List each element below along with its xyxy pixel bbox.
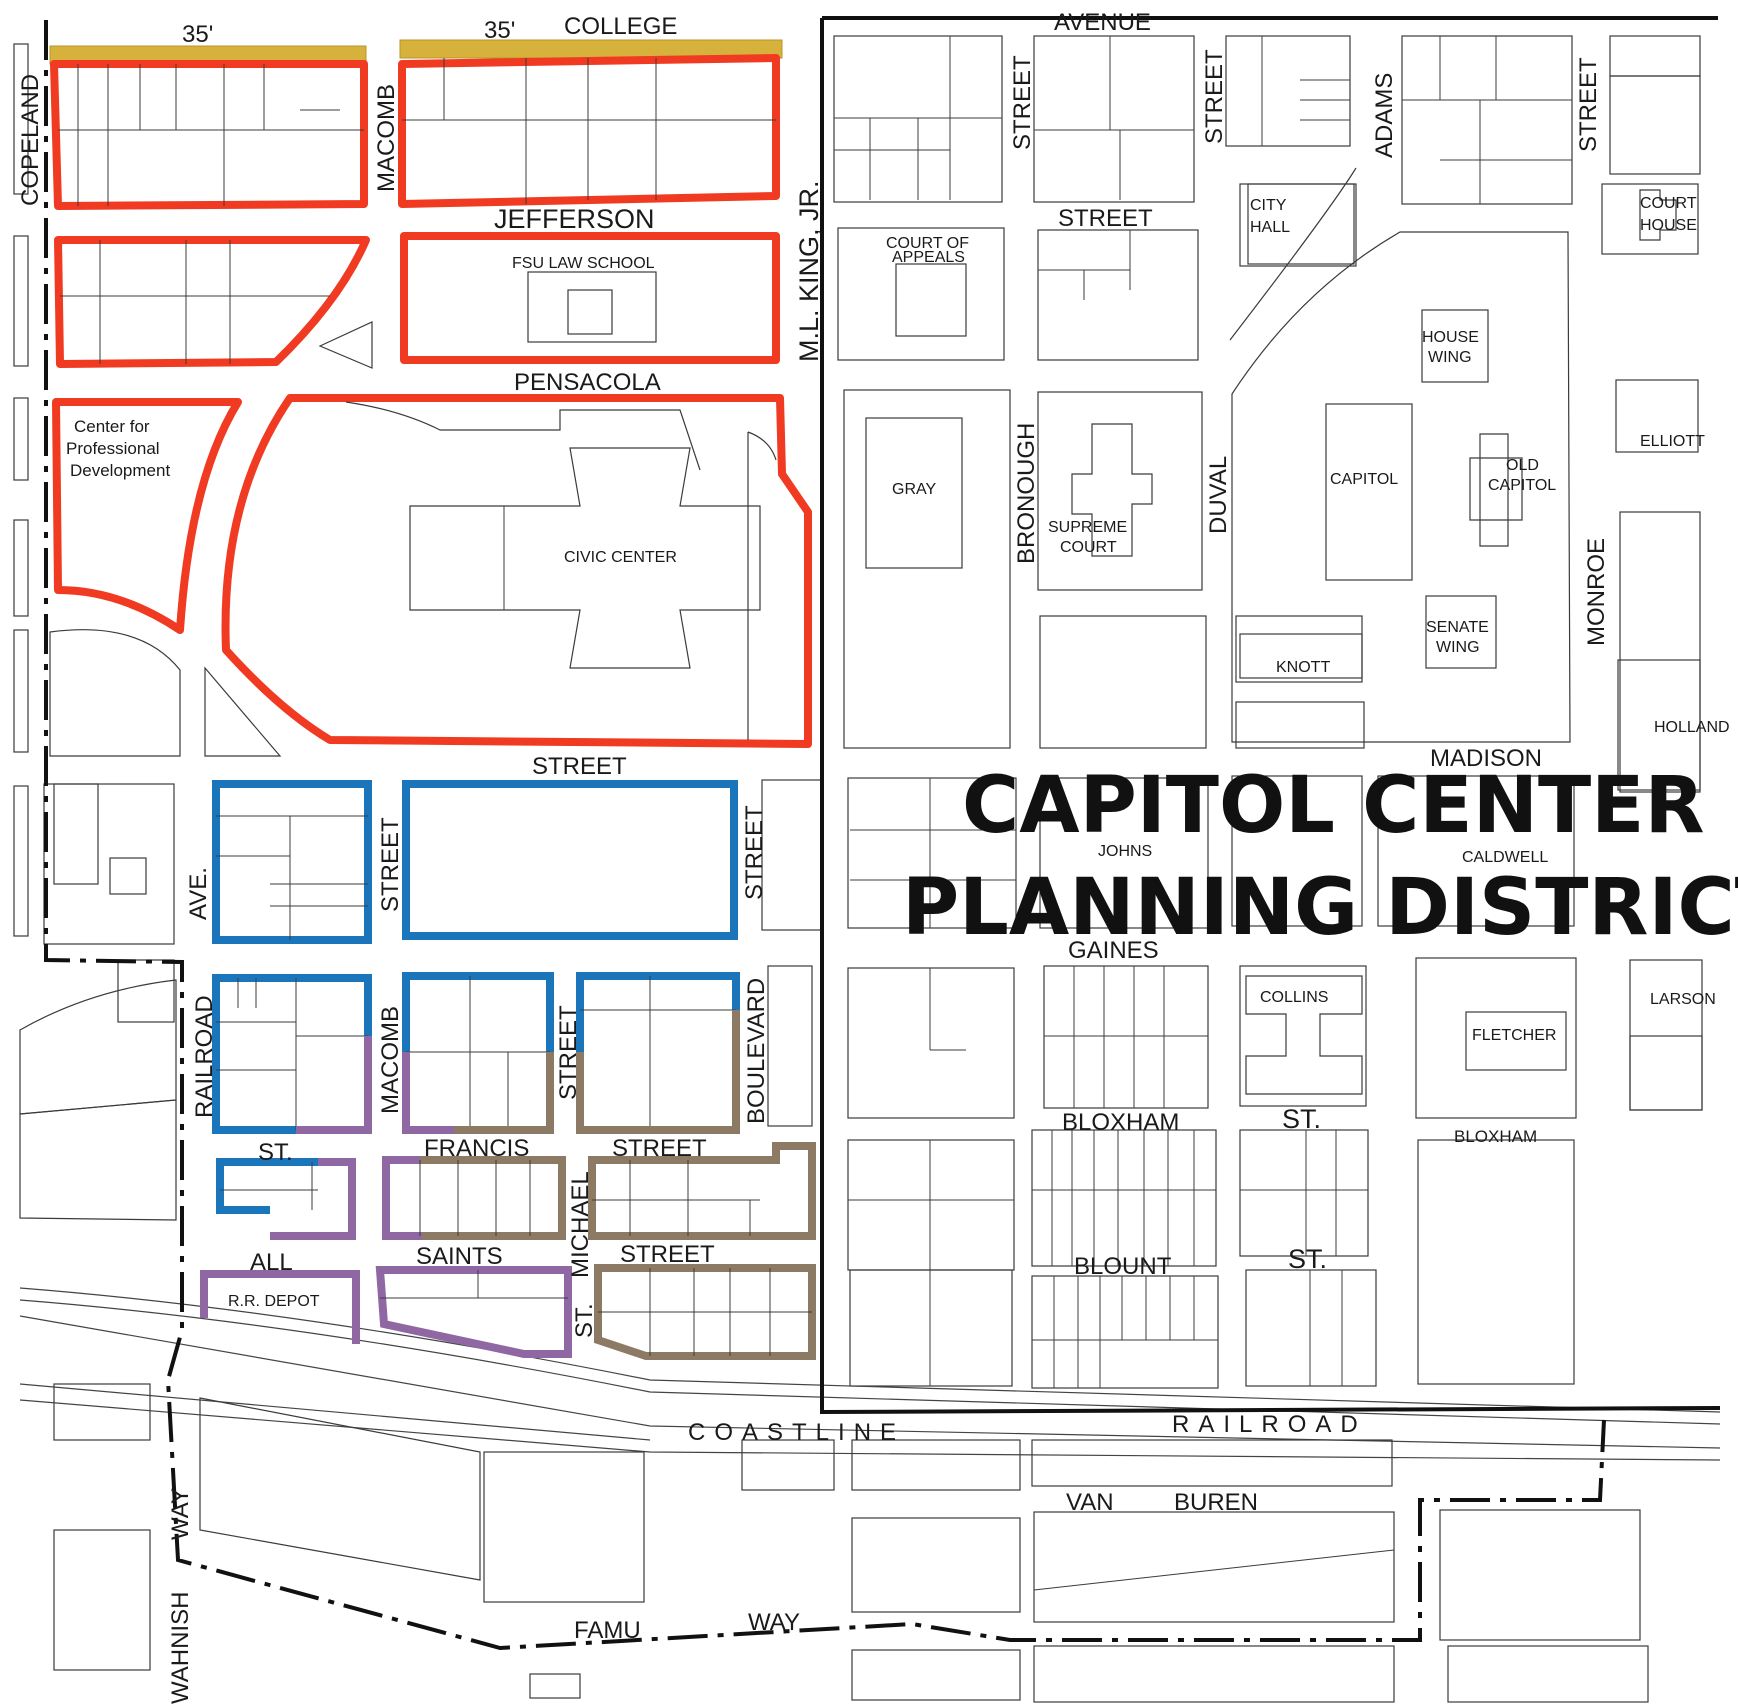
adams-label: ADAMS (1371, 73, 1398, 158)
supreme-court-label-2: COURT (1060, 539, 1117, 556)
landmark-buildings (865, 183, 1677, 1095)
street-francis-label: STREET (612, 1135, 707, 1162)
collins-label: COLLINS (1260, 989, 1328, 1006)
michael-label: MICHAEL (567, 1171, 594, 1278)
st-michael-label: ST. (571, 1303, 598, 1338)
macomb-north-label: MACOMB (373, 84, 400, 192)
blount-label: BLOUNT (1074, 1253, 1172, 1280)
railroad-label: RAILROAD (1172, 1411, 1367, 1438)
map-title: CAPITOL CENTER PLANNING DISTRICT (902, 761, 1738, 953)
boulevard-label: BOULEVARD (743, 978, 770, 1124)
court-house-label-1: COURT (1640, 195, 1697, 212)
street-duval-top: STREET (1009, 55, 1036, 150)
college-label: COLLEGE (564, 13, 677, 40)
district-boundary (44, 16, 1721, 1651)
knott-label: KNOTT (1276, 659, 1330, 676)
st-blount-label: ST. (1288, 1244, 1327, 1274)
coastline-label: COASTLINE (688, 1419, 905, 1446)
jefferson-label: JEFFERSON (494, 204, 655, 234)
way-left-label: WAY (167, 1488, 194, 1540)
johns-label: JOHNS (1098, 843, 1152, 860)
civic-center-label: CIVIC CENTER (564, 549, 677, 566)
madison-label: MADISON (1430, 745, 1542, 772)
cpd-label-1: Center for (74, 417, 150, 436)
rr-depot-label: R.R. DEPOT (228, 1293, 320, 1310)
cpd-label-3: Development (70, 461, 170, 480)
saints-label: SAINTS (416, 1243, 503, 1270)
title-line-1: CAPITOL CENTER (962, 761, 1705, 851)
ave-left-label: AVE. (185, 867, 212, 920)
street-right-mid-label: STREET (741, 805, 768, 900)
city-hall-label-1: CITY (1250, 197, 1287, 214)
pensacola-label: PENSACOLA (514, 369, 661, 396)
bloxham-label: BLOXHAM (1062, 1109, 1179, 1136)
court-appeals-label-2: APPEALS (892, 249, 965, 266)
cpd-label-2: Professional (66, 439, 160, 458)
height-label-a: 35' (182, 21, 213, 48)
old-capitol-label-2: CAPITOL (1488, 477, 1556, 494)
street-bronough-top: STREET (1058, 205, 1153, 232)
gaines-label: GAINES (1068, 937, 1159, 964)
duval-label: DUVAL (1205, 456, 1232, 534)
supreme-court-label-1: SUPREME (1048, 519, 1127, 536)
red-zone (50, 54, 812, 748)
mlk-label: M.L. KING, JR. (794, 180, 824, 362)
purple-zone (200, 1036, 572, 1358)
francis-label: FRANCIS (424, 1135, 529, 1162)
south-blocks (53, 1383, 1649, 1703)
railroad-tracks (19, 1287, 1721, 1461)
st-left-label: ST. (258, 1139, 293, 1166)
capitol-label: CAPITOL (1330, 471, 1398, 488)
van-label: VAN (1066, 1489, 1114, 1516)
railroad-ave-label: RAILROAD (191, 995, 218, 1118)
st-bloxham-label: ST. (1282, 1104, 1321, 1134)
holland-label: HOLLAND (1654, 719, 1730, 736)
height-label-b: 35' (484, 17, 515, 44)
monroe-label: MONROE (1583, 538, 1610, 646)
buren-label: BUREN (1174, 1489, 1258, 1516)
all-label: ALL (250, 1249, 293, 1276)
gray-label: GRAY (892, 481, 936, 498)
wahnish-label: WAHNISH (167, 1592, 194, 1704)
court-appeals-label-1: COURT OF (886, 235, 969, 252)
court-house-label-2: HOUSE (1640, 217, 1697, 234)
larson-label: LARSON (1650, 991, 1716, 1008)
bloxham-right-label: BLOXHAM (1454, 1127, 1537, 1146)
fletcher-label: FLETCHER (1472, 1027, 1556, 1044)
street-saints-lower-label: STREET (620, 1241, 715, 1268)
fsu-law-label: FSU LAW SCHOOL (512, 255, 655, 272)
bronough-label: BRONOUGH (1013, 423, 1040, 564)
street-civic-label: STREET (532, 753, 627, 780)
copeland-label: COPELAND (17, 74, 44, 206)
building-labels: FSU LAW SCHOOL Center for Professional D… (66, 195, 1730, 1310)
street-labels: COLLEGE AVENUE 35' 35' COPELAND MACOMB J… (17, 9, 1610, 1704)
blue-zone (212, 780, 740, 1214)
old-capitol-label-1: OLD (1506, 457, 1539, 474)
senate-wing-label-1: SENATE (1426, 619, 1489, 636)
tan-zone (419, 1010, 816, 1360)
house-wing-label-2: WING (1428, 349, 1472, 366)
elliott-label: ELLIOTT (1640, 433, 1705, 450)
street-saints-label: STREET (555, 1005, 582, 1100)
senate-wing-label-2: WING (1436, 639, 1480, 656)
house-wing-label-1: HOUSE (1422, 329, 1479, 346)
street-left-mid-label: STREET (377, 817, 404, 912)
city-hall-label-2: HALL (1250, 219, 1290, 236)
avenue-label: AVENUE (1054, 9, 1151, 36)
famu-label: FAMU (574, 1617, 641, 1644)
street-adams-top: STREET (1201, 49, 1228, 144)
title-line-2: PLANNING DISTRICT (902, 863, 1738, 953)
way-bottom-label: WAY (748, 1609, 800, 1636)
fsu-law-school-block (400, 232, 780, 364)
civic-center-complex (345, 401, 777, 740)
macomb-south-label: MACOMB (377, 1006, 404, 1114)
street-monroe-top: STREET (1575, 57, 1602, 152)
caldwell-label: CALDWELL (1462, 849, 1548, 866)
